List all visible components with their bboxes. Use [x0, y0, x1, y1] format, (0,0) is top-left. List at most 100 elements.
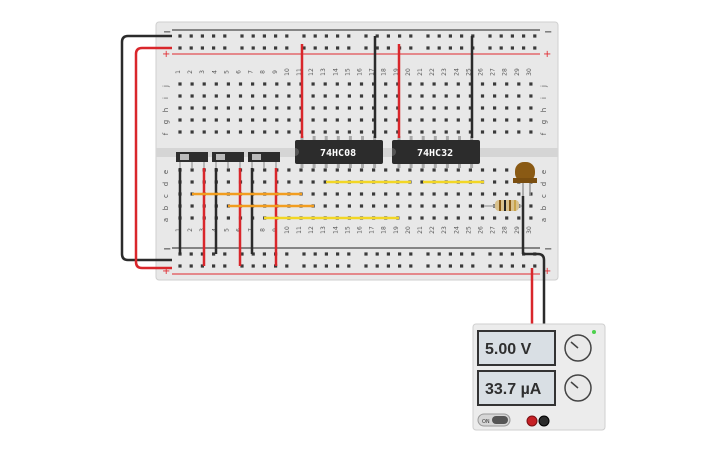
breadboard-hole[interactable] — [493, 130, 497, 134]
breadboard-hole[interactable] — [359, 82, 364, 86]
breadboard-hole[interactable] — [384, 82, 388, 86]
breadboard-hole[interactable] — [347, 204, 351, 208]
breadboard-hole[interactable] — [444, 118, 448, 122]
breadboard-hole[interactable] — [468, 106, 472, 110]
breadboard-hole[interactable] — [335, 204, 339, 208]
breadboard-hole[interactable] — [510, 252, 514, 256]
breadboard-hole[interactable] — [263, 106, 267, 110]
breadboard-hole[interactable] — [384, 106, 388, 110]
breadboard-hole[interactable] — [189, 252, 193, 256]
breadboard-hole[interactable] — [263, 168, 267, 172]
breadboard-hole[interactable] — [178, 264, 182, 268]
breadboard-hole[interactable] — [517, 94, 521, 98]
breadboard-hole[interactable] — [223, 46, 227, 50]
breadboard-hole[interactable] — [302, 34, 306, 38]
breadboard-hole[interactable] — [311, 192, 315, 196]
breadboard-hole[interactable] — [529, 82, 533, 86]
breadboard-hole[interactable] — [214, 94, 218, 98]
breadboard-hole[interactable] — [359, 118, 364, 122]
breadboard-hole[interactable] — [448, 252, 452, 256]
breadboard-hole[interactable] — [275, 94, 279, 98]
breadboard-hole[interactable] — [505, 130, 509, 134]
breadboard-hole[interactable] — [444, 130, 448, 134]
breadboard-hole[interactable] — [299, 168, 303, 172]
breadboard-hole[interactable] — [251, 82, 255, 86]
breadboard-hole[interactable] — [396, 168, 400, 172]
breadboard-hole[interactable] — [190, 106, 194, 110]
breadboard-hole[interactable] — [375, 252, 379, 256]
breadboard-hole[interactable] — [359, 106, 364, 110]
breadboard-hole[interactable] — [408, 192, 412, 196]
breadboard-hole[interactable] — [493, 192, 497, 196]
breadboard-hole[interactable] — [437, 264, 441, 268]
breadboard-hole[interactable] — [480, 216, 485, 220]
breadboard-hole[interactable] — [432, 192, 436, 196]
breadboard-hole[interactable] — [408, 216, 412, 220]
breadboard-hole[interactable] — [189, 34, 193, 38]
breadboard-hole[interactable] — [448, 264, 452, 268]
breadboard-hole[interactable] — [240, 252, 244, 256]
breadboard-hole[interactable] — [409, 252, 413, 256]
wire-red-rail-jumper[interactable] — [134, 46, 172, 270]
breadboard-hole[interactable] — [444, 106, 448, 110]
breadboard-hole[interactable] — [190, 216, 194, 220]
breadboard-hole[interactable] — [238, 130, 243, 134]
breadboard-hole[interactable] — [226, 118, 230, 122]
breadboard-hole[interactable] — [480, 82, 485, 86]
breadboard-hole[interactable] — [226, 106, 230, 110]
breadboard-hole[interactable] — [240, 264, 244, 268]
breadboard-hole[interactable] — [275, 118, 279, 122]
breadboard-hole[interactable] — [313, 34, 317, 38]
breadboard-hole[interactable] — [432, 168, 436, 172]
breadboard-hole[interactable] — [287, 106, 291, 110]
breadboard-hole[interactable] — [263, 82, 267, 86]
breadboard-hole[interactable] — [285, 34, 289, 38]
breadboard-hole[interactable] — [313, 46, 317, 50]
breadboard-hole[interactable] — [398, 252, 402, 256]
breadboard-hole[interactable] — [364, 46, 368, 50]
breadboard-hole[interactable] — [533, 46, 537, 50]
breadboard-hole[interactable] — [212, 264, 216, 268]
breadboard-hole[interactable] — [311, 168, 315, 172]
breadboard-hole[interactable] — [517, 82, 521, 86]
breadboard-hole[interactable] — [347, 118, 351, 122]
breadboard-hole[interactable] — [408, 82, 412, 86]
breadboard-hole[interactable] — [263, 180, 267, 184]
breadboard-hole[interactable] — [285, 252, 289, 256]
breadboard-hole[interactable] — [287, 180, 291, 184]
breadboard-hole[interactable] — [384, 118, 388, 122]
breadboard-hole[interactable] — [323, 118, 327, 122]
breadboard-hole[interactable] — [408, 106, 412, 110]
breadboard-hole[interactable] — [398, 264, 402, 268]
breadboard-hole[interactable] — [263, 94, 267, 98]
breadboard-hole[interactable] — [408, 204, 412, 208]
breadboard-hole[interactable] — [444, 192, 448, 196]
breadboard-hole[interactable] — [359, 192, 364, 196]
slide-switch-1[interactable] — [176, 152, 208, 168]
breadboard-hole[interactable] — [444, 204, 448, 208]
breadboard-hole[interactable] — [359, 94, 364, 98]
wire-black-rail-jumper[interactable] — [120, 34, 172, 262]
breadboard-hole[interactable] — [311, 94, 315, 98]
breadboard-hole[interactable] — [263, 118, 267, 122]
breadboard-hole[interactable] — [372, 168, 376, 172]
breadboard-hole[interactable] — [323, 168, 327, 172]
breadboard-hole[interactable] — [409, 46, 413, 50]
breadboard-hole[interactable] — [460, 252, 464, 256]
breadboard-hole[interactable] — [522, 34, 526, 38]
breadboard-hole[interactable] — [408, 168, 412, 172]
breadboard-hole[interactable] — [529, 118, 533, 122]
breadboard-hole[interactable] — [262, 252, 266, 256]
chip-74hc08[interactable]: 74HC08 — [295, 136, 383, 168]
breadboard-hole[interactable] — [287, 94, 291, 98]
breadboard-hole[interactable] — [517, 118, 521, 122]
breadboard-hole[interactable] — [372, 204, 376, 208]
breadboard-hole[interactable] — [302, 252, 306, 256]
breadboard-hole[interactable] — [274, 34, 278, 38]
breadboard-hole[interactable] — [460, 264, 464, 268]
breadboard-hole[interactable] — [505, 180, 509, 184]
breadboard-hole[interactable] — [251, 130, 255, 134]
breadboard-hole[interactable] — [493, 118, 497, 122]
breadboard-hole[interactable] — [251, 46, 255, 50]
breadboard-hole[interactable] — [493, 180, 497, 184]
